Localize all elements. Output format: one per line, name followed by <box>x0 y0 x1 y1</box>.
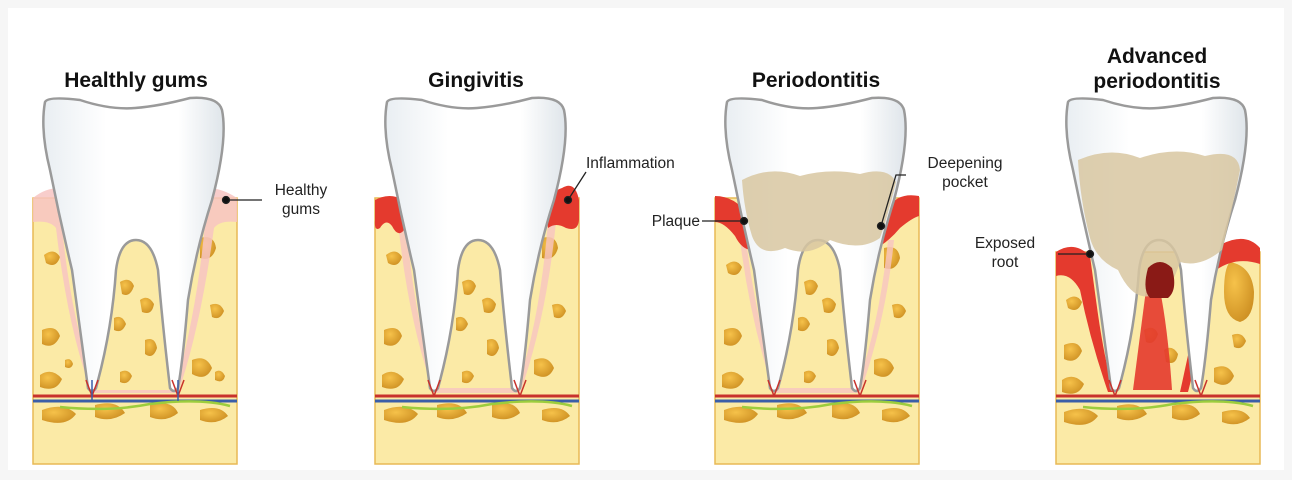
callout-deepening-pocket: Deepening pocket <box>916 154 1014 192</box>
stage-title-advanced-line1: Advanced <box>1037 44 1277 69</box>
stage-title-advanced-line2: periodontitis <box>1037 69 1277 94</box>
callout-deepening-pocket-line2: pocket <box>916 173 1014 192</box>
callout-deepening-pocket-line1: Deepening <box>916 154 1014 173</box>
plaque <box>742 171 896 251</box>
callout-exposed-root-line2: root <box>956 253 1054 272</box>
callout-healthy-gums-line1: Healthy <box>262 181 340 200</box>
callout-healthy-gums: Healthy gums <box>262 181 340 219</box>
callout-exposed-root: Exposed root <box>956 234 1054 272</box>
panel-healthy-gums <box>33 98 237 464</box>
stage-title-gingivitis: Gingivitis <box>356 68 596 93</box>
callout-healthy-gums-line2: gums <box>262 200 340 219</box>
callout-exposed-root-line1: Exposed <box>956 234 1054 253</box>
stage-title-healthy: Healthly gums <box>16 68 256 93</box>
stage-title-periodontitis: Periodontitis <box>696 68 936 93</box>
panel-gingivitis <box>375 98 579 464</box>
panel-periodontitis <box>715 98 919 464</box>
callout-plaque: Plaque <box>622 212 700 231</box>
root-cavity <box>1145 262 1174 298</box>
panel-advanced-periodontitis <box>1056 98 1260 464</box>
callout-inflammation: Inflammation <box>586 154 675 173</box>
